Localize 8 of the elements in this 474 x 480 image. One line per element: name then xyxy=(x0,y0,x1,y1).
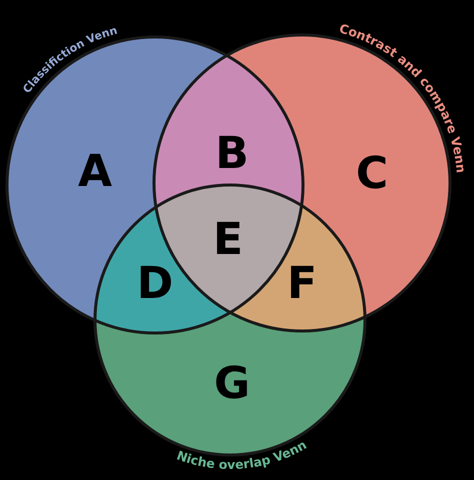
region-letter: F xyxy=(286,258,318,309)
region-letter: C xyxy=(356,148,388,199)
region-letter: A xyxy=(78,146,112,197)
region-letter: G xyxy=(214,358,250,409)
region-letter: E xyxy=(212,214,244,265)
circle-title: Niche overlap Venn xyxy=(174,436,309,472)
region-letter: B xyxy=(215,128,249,179)
region-letter: D xyxy=(136,258,174,309)
